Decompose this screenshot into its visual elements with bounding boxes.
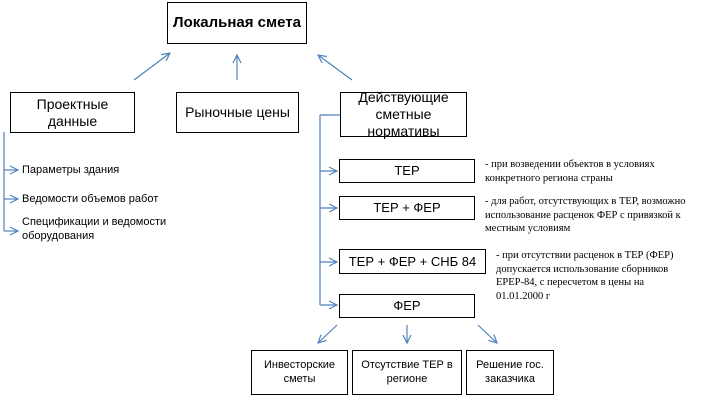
norm-box-ter: ТЕР [339, 159, 475, 183]
fer-case-investor-label: Инвесторские сметы [263, 359, 336, 385]
norm-label-ter-fer: ТЕР + ФЕР [373, 200, 441, 216]
project-data-label: Проектные данные [36, 95, 109, 129]
norm-box-fer: ФЕР [339, 294, 475, 318]
norm-box-ter-fer-snb: ТЕР + ФЕР + СНБ 84 [339, 249, 486, 274]
norm-label-fer: ФЕР [393, 298, 421, 314]
root-label: Локальная смета [173, 14, 301, 31]
fer-case-no-ter: Отсутствие ТЕР в регионе [352, 350, 462, 395]
note-ter-fer: - для работ, отсутствующих в ТЕР, возмож… [485, 196, 686, 235]
root-box-local-estimate: Локальная смета [167, 2, 307, 44]
arrow-norms-to-root [318, 55, 353, 81]
fer-case-state-customer-label: Решение гос. заказчика [476, 359, 544, 385]
project-item-work-volumes: Ведомости объемов работ [22, 193, 159, 205]
fer-case-no-ter-label: Отсутствие ТЕР в регионе [361, 359, 453, 385]
norms-label: Действующие сметные нормативы [358, 89, 449, 139]
market-prices-label: Рыночные цены [185, 104, 290, 121]
norm-box-ter-fer: ТЕР + ФЕР [339, 196, 475, 220]
source-box-norms: Действующие сметные нормативы [340, 89, 467, 139]
note-ter-fer-snb: - при отсутствии расценок в ТЕР (ФЕР) до… [496, 250, 674, 302]
arrow-fer-to-case-1 [318, 324, 338, 343]
project-item-equipment-specs: Спецификации и ведомости оборудования [22, 216, 167, 242]
source-box-market-prices: Рыночные цены [176, 92, 299, 133]
fer-case-investor: Инвесторские сметы [251, 350, 348, 395]
source-box-project-data: Проектные данные [10, 92, 135, 133]
note-ter: - при возведении объектов в условиях кон… [485, 159, 655, 184]
project-item-building-params: Параметры здания [22, 164, 120, 176]
norm-label-ter-fer-snb: ТЕР + ФЕР + СНБ 84 [348, 253, 477, 269]
arrow-fer-to-case-3 [477, 324, 497, 343]
norm-label-ter: ТЕР [394, 163, 420, 179]
fer-case-state-customer: Решение гос. заказчика [466, 350, 554, 395]
arrow-project-to-root [133, 53, 170, 81]
